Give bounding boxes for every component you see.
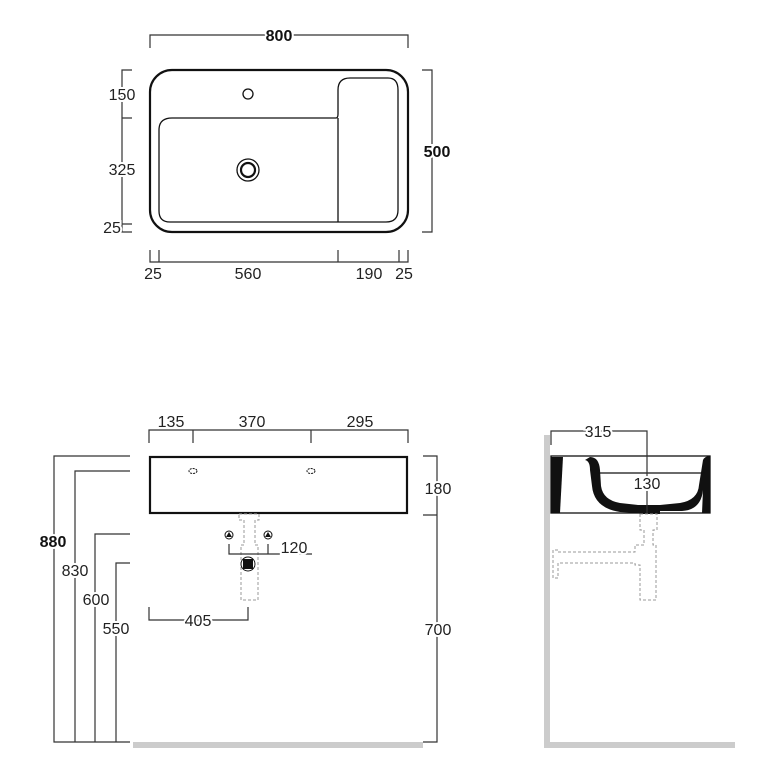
wall bbox=[544, 435, 550, 748]
basin-outline-top bbox=[148, 68, 410, 234]
dim-mount-height: 700 bbox=[425, 622, 452, 639]
dim-projection-line bbox=[550, 430, 648, 513]
tap-hole-right bbox=[306, 468, 316, 474]
dim-bowl-depth: 130 bbox=[634, 476, 661, 493]
dim-bottom-line bbox=[149, 250, 409, 263]
dim-width-line bbox=[149, 34, 409, 48]
dim-width-25-right: 25 bbox=[395, 266, 413, 283]
dim-height-550: 550 bbox=[103, 621, 130, 638]
dim-depth-325: 325 bbox=[109, 162, 136, 179]
dim-taps-line bbox=[148, 429, 409, 443]
dim-projection: 315 bbox=[585, 424, 612, 441]
dim-width-190: 190 bbox=[356, 266, 383, 283]
dim-depth-left-line bbox=[121, 69, 132, 233]
dim-depth-right-line bbox=[422, 69, 433, 233]
dim-width-total: 800 bbox=[266, 28, 293, 45]
drain-inner bbox=[239, 161, 257, 179]
floor bbox=[133, 742, 423, 748]
dim-height-880: 880 bbox=[40, 534, 67, 551]
dim-tap-295: 295 bbox=[347, 414, 374, 431]
basin-outline-front bbox=[148, 455, 409, 515]
tap-hole-left bbox=[188, 468, 198, 474]
valve-right bbox=[263, 530, 273, 540]
basin-bowl-outline bbox=[158, 77, 399, 223]
dim-drain-offset: 405 bbox=[185, 613, 212, 630]
side-view: 315 130 bbox=[544, 422, 735, 748]
tap-hole bbox=[242, 88, 254, 100]
front-view: 120 405 135 370 295 180 700 880 830 600 … bbox=[38, 412, 453, 748]
basin-bowl-section bbox=[585, 456, 710, 514]
trap-hidden bbox=[238, 513, 260, 601]
dim-depth-total: 500 bbox=[424, 144, 451, 161]
basin-wall-back bbox=[551, 457, 563, 513]
dim-valve-spacing: 120 bbox=[281, 540, 308, 557]
dim-left-lines bbox=[53, 455, 130, 743]
dim-drain-line bbox=[148, 607, 249, 621]
top-view: 800 150 325 25 500 25 560 190 25 bbox=[101, 26, 452, 285]
valve-left bbox=[224, 530, 234, 540]
dim-valve-line bbox=[228, 544, 312, 555]
drain-pipe-outlet bbox=[240, 556, 256, 572]
floor-side bbox=[544, 742, 735, 748]
dim-tap-370: 370 bbox=[239, 414, 266, 431]
dim-width-560: 560 bbox=[235, 266, 262, 283]
dim-basin-height: 180 bbox=[425, 481, 452, 498]
drain-outer bbox=[236, 158, 260, 182]
dim-width-25-left: 25 bbox=[144, 266, 162, 283]
trap-hidden-side bbox=[552, 513, 658, 601]
dim-tap-135: 135 bbox=[158, 414, 185, 431]
dim-height-600: 600 bbox=[83, 592, 110, 609]
dim-right-line bbox=[423, 455, 438, 743]
dim-depth-150: 150 bbox=[109, 87, 136, 104]
dim-depth-25: 25 bbox=[103, 220, 121, 237]
dim-height-830: 830 bbox=[62, 563, 89, 580]
